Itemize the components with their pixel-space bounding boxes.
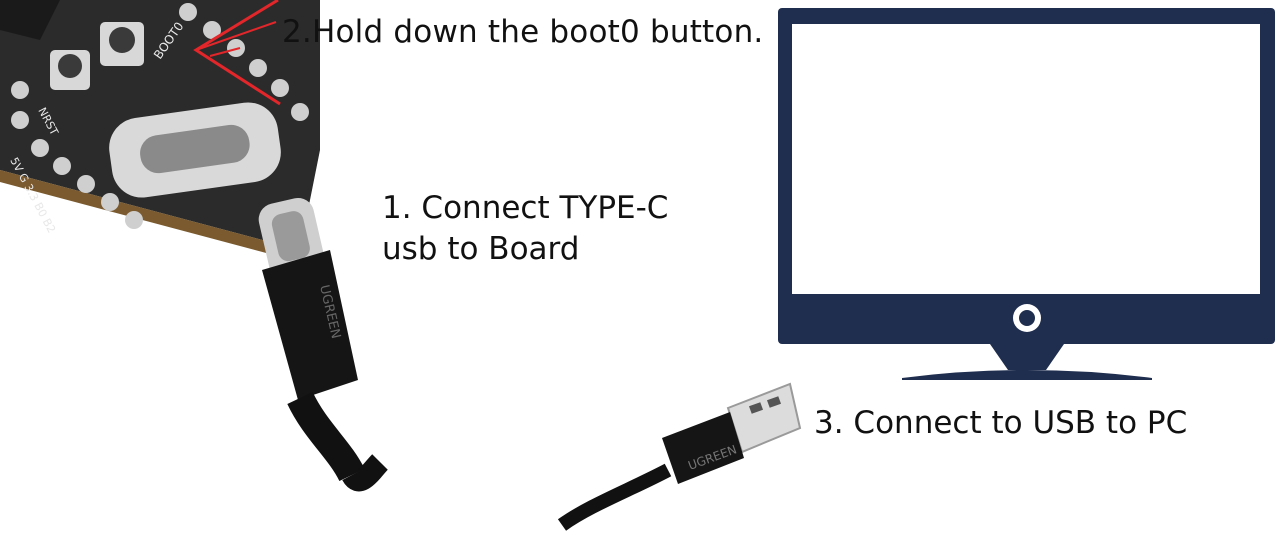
- usb-c-cable-icon: UGREEN: [258, 197, 389, 492]
- red-arrow-pointer-icon: [193, 0, 281, 106]
- step-3-label: 3. Connect to USB to PC: [814, 405, 1188, 441]
- step-1-line-1: 1. Connect TYPE-C: [382, 190, 669, 226]
- usb-a-cable-icon: UGREEN: [557, 382, 802, 531]
- step-1-label: 1. Connect TYPE-C usb to Board: [382, 188, 668, 270]
- dev-board-icon: BOOT0 NRST 5V G 3.3 B0 B2: [0, 0, 320, 262]
- monitor-icon: [778, 8, 1275, 380]
- step-1-line-2: usb to Board: [382, 230, 580, 267]
- step-2-label: 2.Hold down the boot0 button.: [282, 14, 764, 50]
